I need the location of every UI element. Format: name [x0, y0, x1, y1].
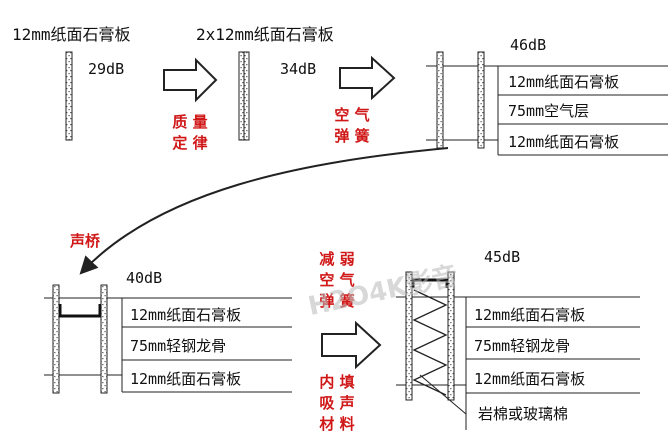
- gypsum-board: [243, 51, 250, 141]
- steel-keel-icon: [58, 304, 102, 318]
- panel3-layer3: 12mm纸面石膏板: [508, 133, 619, 151]
- arrow-air-spring: 空 气 弹 簧: [334, 55, 396, 145]
- panel1-db: 29dB: [88, 60, 124, 78]
- right-arrow-icon: [339, 55, 396, 101]
- arrow2-text-line2: 弹 簧: [334, 127, 369, 145]
- gypsum-board: [52, 284, 60, 394]
- panel4-layer3: 12mm纸面石膏板: [130, 370, 241, 388]
- steel-keel-icon: [411, 278, 449, 288]
- arrow3-bottom-line1: 内 填: [319, 373, 354, 391]
- panel5-layer1: 12mm纸面石膏板: [474, 306, 585, 324]
- panel3-layer1: 12mm纸面石膏板: [508, 73, 619, 91]
- panel-steel-keel-wall: 40dB 12mm纸面石膏板 75mm轻钢龙骨 12mm纸面石膏板: [44, 269, 292, 394]
- panel-single-board: 12mm纸面石膏板 29dB: [12, 25, 131, 141]
- panel4-layer1: 12mm纸面石膏板: [130, 306, 241, 324]
- arrow-mass-law: 质 量 定 律: [163, 57, 218, 152]
- gypsum-board: [100, 284, 108, 394]
- gypsum-board: [436, 51, 444, 149]
- sound-bridge-label: 声桥: [69, 232, 101, 250]
- leader-line: [419, 374, 467, 415]
- arrow3-top-line3: 弹 簧: [319, 292, 354, 310]
- panel3-db: 46dB: [510, 36, 546, 54]
- arrow3-top-line1: 减 弱: [319, 250, 354, 268]
- panel5-annotation: 岩棉或玻璃棉: [478, 405, 568, 423]
- panel2-label: 2x12mm纸面石膏板: [196, 25, 334, 44]
- arrow1-text-line2: 定 律: [172, 134, 207, 152]
- panel5-layer2: 75mm轻钢龙骨: [474, 337, 570, 355]
- mineral-wool-icon: [412, 289, 448, 396]
- arrow-fill-absorber: 减 弱 空 气 弹 簧 内 填 吸 声 材 料: [319, 250, 382, 433]
- arrow1-text-line1: 质 量: [172, 113, 207, 131]
- right-arrow-icon: [163, 57, 218, 103]
- panel-double-board: 2x12mm纸面石膏板 34dB: [196, 25, 334, 141]
- curved-arrow-icon: [79, 147, 449, 275]
- panel-air-gap-wall: 46dB 12mm纸面石膏板 75mm空气层 12mm纸面石膏板: [426, 36, 668, 156]
- gypsum-board: [405, 271, 413, 401]
- panel1-label: 12mm纸面石膏板: [12, 25, 131, 44]
- panel4-db: 40dB: [126, 269, 162, 287]
- panel2-db: 34dB: [280, 60, 316, 78]
- arrow2-text-line1: 空 气: [334, 106, 369, 124]
- right-arrow-icon: [321, 320, 382, 370]
- gypsum-board: [447, 271, 455, 401]
- gypsum-board: [65, 51, 73, 141]
- arrow3-bottom-line2: 吸 声: [319, 394, 354, 412]
- panel5-db: 45dB: [484, 248, 520, 266]
- panel5-layer3: 12mm纸面石膏板: [474, 370, 585, 388]
- panel-insulated-wall: 45dB 12mm纸面石膏板 75mm轻钢龙骨 12mm纸面石膏板 岩棉或玻璃棉: [396, 248, 640, 430]
- arrow3-top-line2: 空 气: [319, 271, 354, 289]
- panel3-layer2: 75mm空气层: [508, 102, 589, 120]
- gypsum-board: [238, 51, 245, 141]
- arrow-sound-bridge: 声桥: [69, 147, 449, 275]
- watermark: H2O4K影音: [305, 260, 460, 322]
- panel4-layer2: 75mm轻钢龙骨: [130, 337, 226, 355]
- gypsum-board: [477, 51, 485, 149]
- arrow3-bottom-line3: 材 料: [319, 415, 354, 433]
